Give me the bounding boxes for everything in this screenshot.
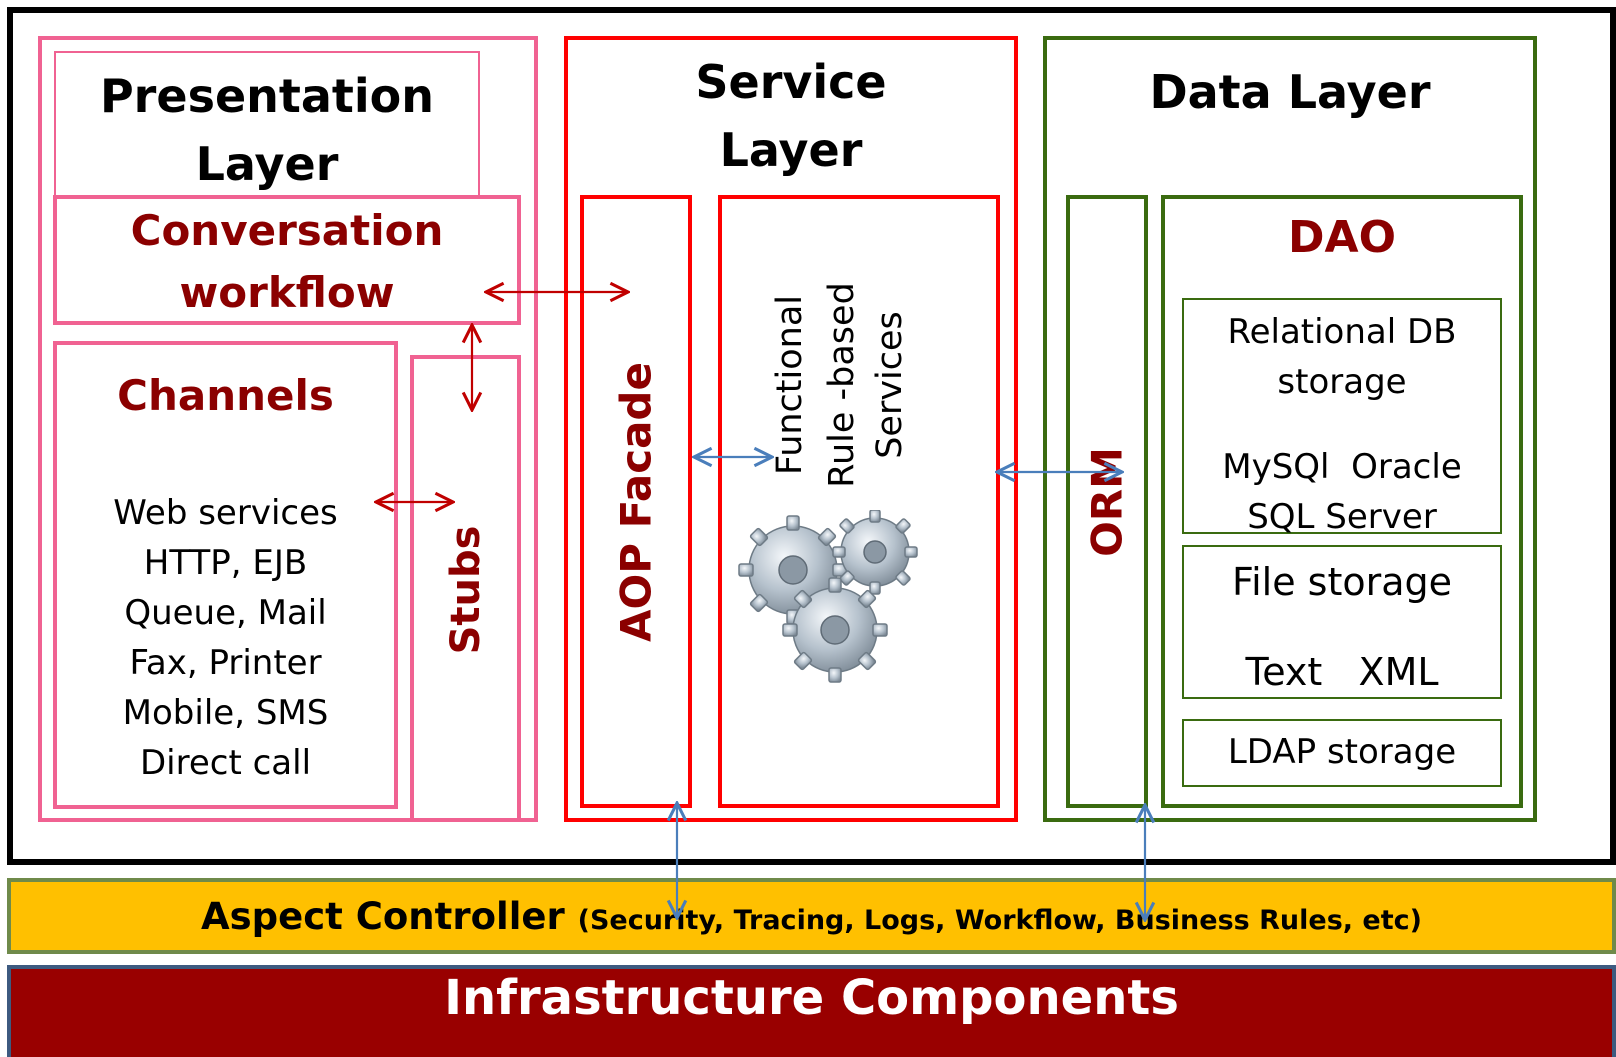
ldap-storage-label: LDAP storage xyxy=(1227,732,1457,772)
conversation-line2: workflow xyxy=(179,268,395,317)
channel-item: Web services xyxy=(113,493,338,533)
gears-icon xyxy=(738,510,918,683)
aspect-controller-bar xyxy=(7,878,1616,954)
channel-item: Queue, Mail xyxy=(124,593,327,633)
aspect-controller-label: Aspect Controller (Security, Tracing, Lo… xyxy=(7,891,1616,947)
relational-line4: SQL Server xyxy=(1247,497,1437,537)
dao-title: DAO xyxy=(1288,212,1396,263)
channel-item: Mobile, SMS xyxy=(122,693,329,733)
channel-item: Fax, Printer xyxy=(129,643,322,683)
conversation-workflow-label: Conversation workflow xyxy=(53,200,521,324)
service-title-line1: Service xyxy=(695,55,887,109)
presentation-layer-title: Presentation Layer xyxy=(54,62,480,198)
infrastructure-bar xyxy=(7,965,1616,1057)
relational-db-vendors: MySQl Oracle SQL Server xyxy=(1182,442,1502,542)
relational-line2: storage xyxy=(1277,362,1407,402)
service-title-line2: Layer xyxy=(719,123,863,177)
conversation-workflow-box xyxy=(53,195,521,325)
infrastructure-label: Infrastructure Components xyxy=(444,970,1179,1026)
service-layer-title: Service Layer xyxy=(564,48,1018,184)
relational-line3: MySQl Oracle xyxy=(1222,447,1462,487)
channel-item: HTTP, EJB xyxy=(143,543,308,583)
gear-large-icon xyxy=(738,515,848,625)
file-storage-box xyxy=(1182,545,1502,699)
presentation-layer-box xyxy=(38,36,538,822)
channel-item: Direct call xyxy=(139,743,312,783)
channels-box xyxy=(53,341,398,809)
service-layer-box xyxy=(564,36,1018,822)
architecture-frame xyxy=(7,7,1616,865)
conversation-line1: Conversation xyxy=(130,206,444,255)
channels-title: Channels xyxy=(117,371,334,420)
relational-db-label: Relational DB storage xyxy=(1182,307,1502,407)
relational-db-box xyxy=(1182,298,1502,534)
file-storage-formats: Text XML xyxy=(1245,650,1439,694)
ldap-storage-box xyxy=(1182,719,1502,787)
aspect-controller-main: Aspect Controller xyxy=(201,895,565,938)
presentation-title-line1: Presentation xyxy=(99,69,435,123)
file-storage-label: File storage xyxy=(1231,560,1453,604)
data-layer-box xyxy=(1043,36,1537,822)
aop-facade-box xyxy=(580,195,692,808)
orm-box xyxy=(1066,195,1148,808)
presentation-title-line2: Layer xyxy=(195,137,339,191)
dao-box xyxy=(1161,195,1523,808)
gear-small-icon xyxy=(832,510,918,595)
channels-list: Web services HTTP, EJB Queue, Mail Fax, … xyxy=(53,488,398,788)
data-layer-title: Data Layer xyxy=(1149,65,1431,119)
functional-services-box xyxy=(718,195,1000,808)
relational-line1: Relational DB xyxy=(1227,312,1457,352)
gear-bottom-icon xyxy=(782,577,888,683)
aspect-controller-detail: (Security, Tracing, Logs, Workflow, Busi… xyxy=(577,905,1422,936)
